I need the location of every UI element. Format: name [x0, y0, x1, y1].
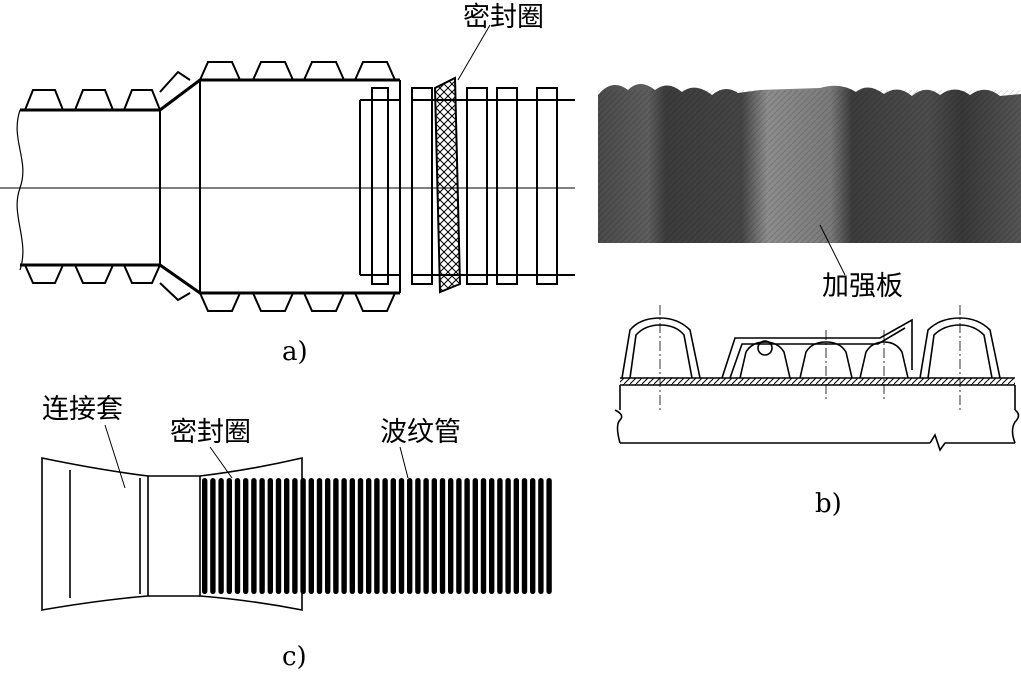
pipe-rib [275, 478, 282, 594]
pipe-rib [267, 478, 273, 594]
pipe-rib [382, 478, 388, 594]
pipe-rib [374, 478, 380, 594]
pipe-rib [202, 478, 208, 594]
pipe-rib [357, 478, 364, 594]
pipe-rib [333, 478, 339, 594]
pipe-rib [325, 478, 331, 594]
pipe-rib [505, 478, 511, 594]
seal-collar [199, 456, 303, 611]
ring-2 [411, 87, 433, 285]
panel-b-photo [598, 84, 1021, 243]
pipe-rib [366, 478, 372, 594]
large-pipe-bottom [159, 263, 400, 295]
panel-c-coupling-label: 连接套 [42, 394, 123, 425]
ring-4 [496, 87, 518, 285]
pipe-rib [464, 478, 470, 594]
small-corrugations-bottom [24, 264, 161, 284]
pipe-rib [530, 478, 536, 594]
panel-c-seal-label: 密封圈 [170, 417, 251, 448]
pipe-rib [234, 478, 241, 594]
pipe-rib [349, 478, 355, 594]
pipe-rib [243, 478, 249, 594]
pipe-rib [407, 478, 413, 594]
panel-a-caption: a) [282, 337, 308, 367]
corrugated-pipe [202, 478, 552, 594]
pipe-rib [489, 478, 495, 594]
break-line [16, 109, 24, 271]
pipe-rib [292, 478, 298, 594]
panel-b-drawing [614, 224, 1020, 452]
pipe-rib [415, 478, 421, 594]
pipe-rib [300, 478, 306, 594]
pipe-rib [497, 478, 503, 594]
pipe-rib [259, 478, 265, 594]
pipe-rib [423, 478, 429, 594]
pipe-rib [284, 478, 290, 594]
pipe-rib [480, 478, 487, 594]
pipe-rib [521, 478, 528, 594]
large-corrugations-bottom [199, 292, 396, 312]
seal-ring [433, 76, 462, 294]
pipe-rib [341, 478, 347, 594]
large-pipe-top [159, 78, 400, 112]
panel-c-pipe-label: 波纹管 [380, 417, 461, 448]
pipe-rib [431, 478, 437, 594]
panel-b-caption: b) [815, 489, 842, 519]
pipe-rib [251, 478, 257, 594]
pipe-rib [390, 478, 396, 594]
pipe-rib [546, 478, 552, 594]
panel-b-plate-label: 加强板 [822, 271, 903, 302]
pipe-rib [448, 478, 454, 594]
pipe-rib [308, 478, 314, 594]
pipe-rib [398, 478, 405, 594]
pipe-rib [226, 478, 232, 594]
pipe-rib [538, 478, 544, 594]
panel-c-drawing [41, 424, 409, 611]
panel-a-seal-label: 密封圈 [463, 2, 544, 33]
small-corrugations-top [24, 89, 161, 111]
large-corrugations-top [199, 61, 396, 81]
pipe-rib [456, 478, 462, 594]
pipe-rib [472, 478, 478, 594]
pipe-rib [210, 478, 216, 594]
pipe-rib [218, 478, 224, 594]
ring-5 [536, 87, 558, 285]
pipe-rib [513, 478, 519, 594]
pipe-rib [316, 478, 323, 594]
ring-1 [371, 87, 389, 285]
panel-c-caption: c) [282, 642, 307, 672]
pipe-rib [439, 478, 446, 594]
coupling-sleeve [41, 457, 149, 611]
ring-3 [466, 87, 488, 285]
panel-a-drawing [0, 24, 575, 312]
